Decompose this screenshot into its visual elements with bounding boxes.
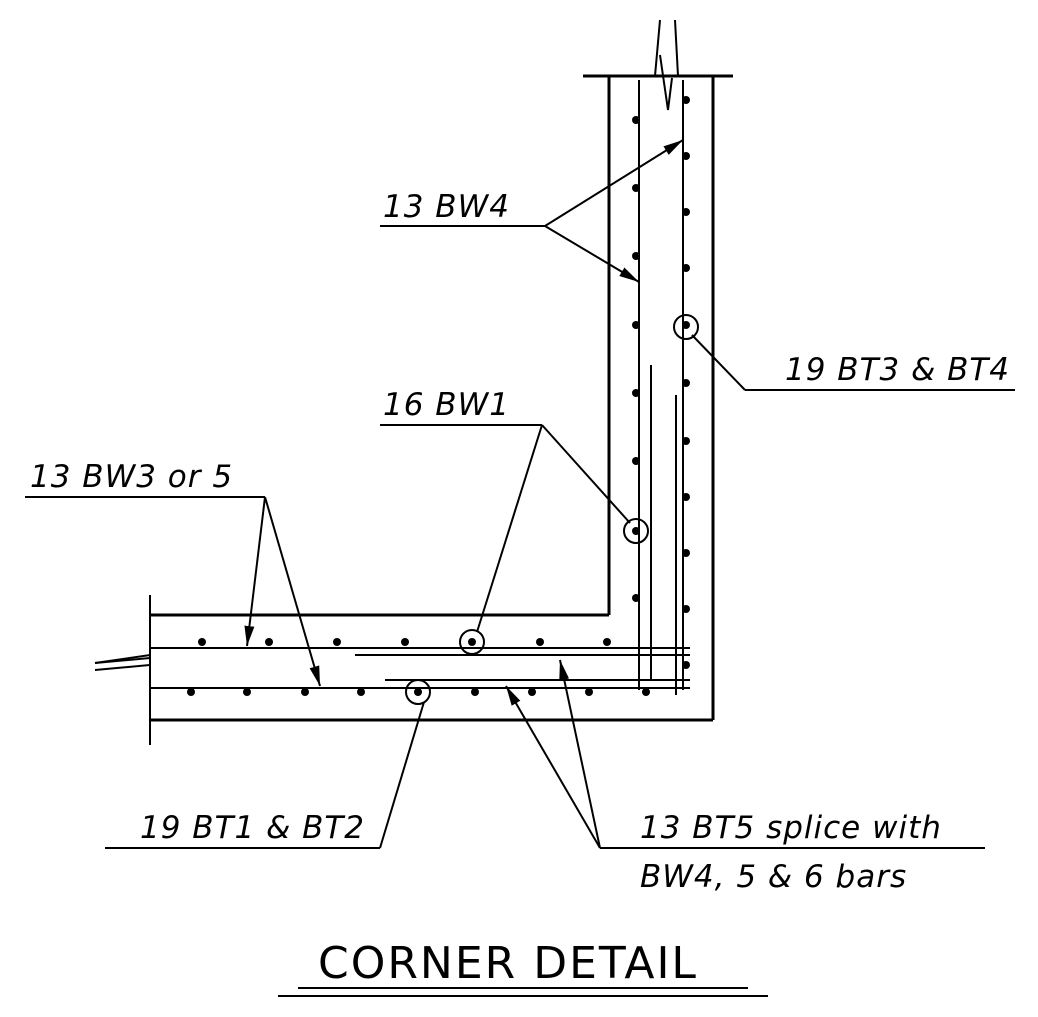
rebar-dots bbox=[187, 96, 690, 696]
callout-circles bbox=[405, 314, 699, 705]
label-13-bt5-line2: BW4, 5 & 6 bars bbox=[640, 859, 907, 895]
label-19-bt1-bt2: 19 BT1 & BT2 bbox=[140, 810, 365, 846]
label-13-bw3-or-5: 13 BW3 or 5 bbox=[30, 459, 233, 495]
slab-outline bbox=[94, 595, 713, 745]
label-13-bt5-line1: 13 BT5 splice with bbox=[640, 810, 942, 846]
label-16-bw1: 16 BW1 bbox=[383, 387, 510, 423]
label-13-bw4: 13 BW4 bbox=[383, 189, 510, 225]
leader-lines bbox=[25, 139, 1015, 849]
drawing-title: CORNER DETAIL bbox=[318, 938, 698, 989]
label-19-bt3-bt4: 19 BT3 & BT4 bbox=[785, 352, 1010, 388]
